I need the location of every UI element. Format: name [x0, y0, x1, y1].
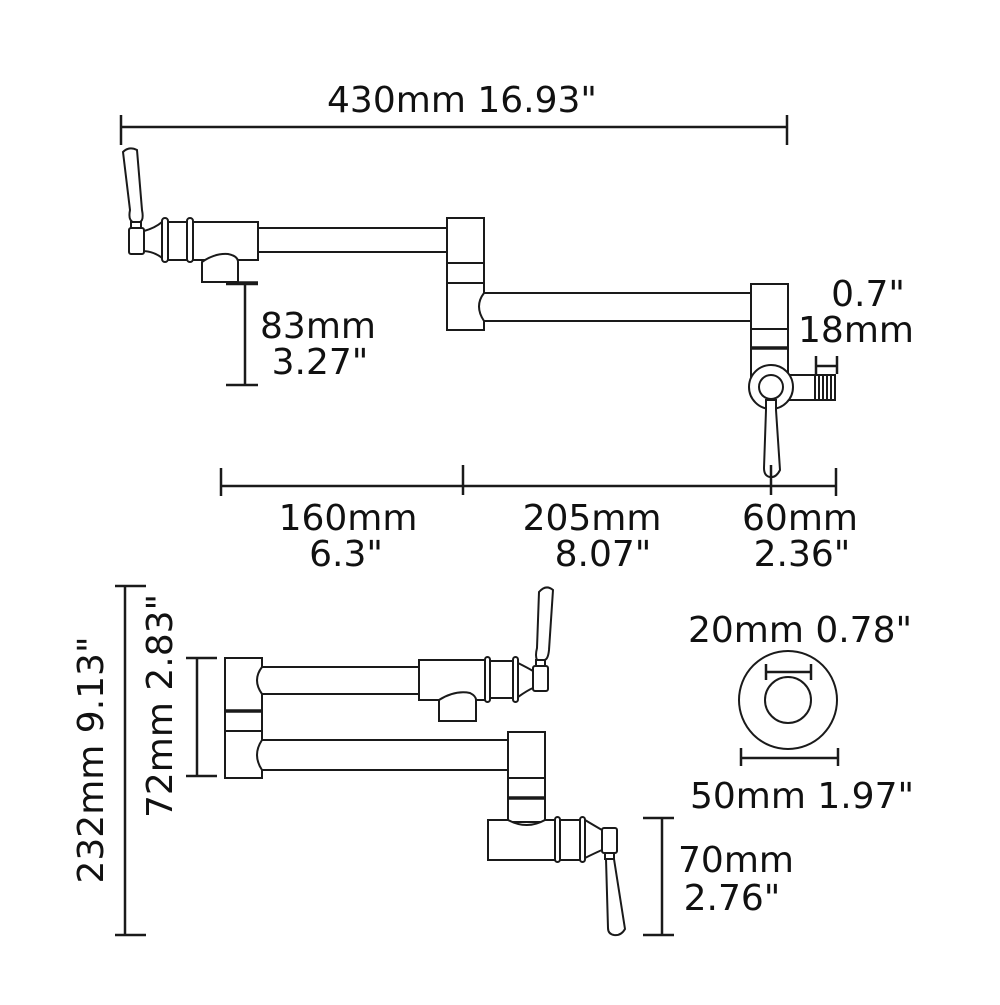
outlet-drop-dimension: 83mm 3.27" — [226, 282, 376, 387]
folded-view: 232mm 9.13" 72mm 2.83" — [71, 584, 794, 937]
valve-height-dimension: 70mm 2.76" — [643, 816, 794, 937]
flange-view: 20mm 0.78" 50mm 1.97" — [688, 610, 914, 817]
segment-dimensions: 160mm 6.3" 205mm 8.07" 60mm 2.36" — [219, 465, 858, 575]
segment3-inch-label: 2.36" — [754, 534, 851, 575]
thread-icon — [814, 374, 836, 401]
inner-diameter-label: 20mm 0.78" — [688, 610, 912, 651]
overall-length-dimension: 430mm 16.93" — [119, 80, 789, 145]
arm-spacing-dimension: 72mm 2.83" — [140, 594, 217, 818]
overall-length-label: 430mm 16.93" — [327, 80, 597, 121]
segment2-mm-label: 205mm — [523, 498, 662, 539]
lower-lever-icon — [604, 858, 627, 937]
inlet-handle-icon — [121, 147, 259, 285]
segment1-inch-label: 6.3" — [309, 534, 383, 575]
thread-mm-label: 18mm — [798, 310, 914, 351]
second-joint — [748, 283, 836, 479]
arm-spacing-label: 72mm 2.83" — [140, 594, 181, 818]
thread-length-dimension: 0.7" 18mm — [798, 274, 914, 374]
first-arm — [257, 217, 757, 331]
outlet-drop-mm-label: 83mm — [260, 306, 376, 347]
outlet-drop-inch-label: 3.27" — [272, 342, 369, 383]
overall-height-label: 232mm 9.13" — [71, 636, 112, 883]
valve-height-mm-label: 70mm — [678, 840, 794, 881]
overall-height-dimension: 232mm 9.13" — [71, 584, 146, 937]
segment2-inch-label: 8.07" — [555, 534, 652, 575]
thread-inch-label: 0.7" — [831, 274, 905, 315]
segment3-mm-label: 60mm — [742, 498, 858, 539]
top-extended-view: 430mm 16.93" — [119, 80, 914, 575]
valve-height-inch-label: 2.76" — [684, 878, 781, 919]
upper-lever-icon — [535, 586, 555, 661]
segment1-mm-label: 160mm — [279, 498, 418, 539]
outer-diameter-label: 50mm 1.97" — [690, 776, 914, 817]
